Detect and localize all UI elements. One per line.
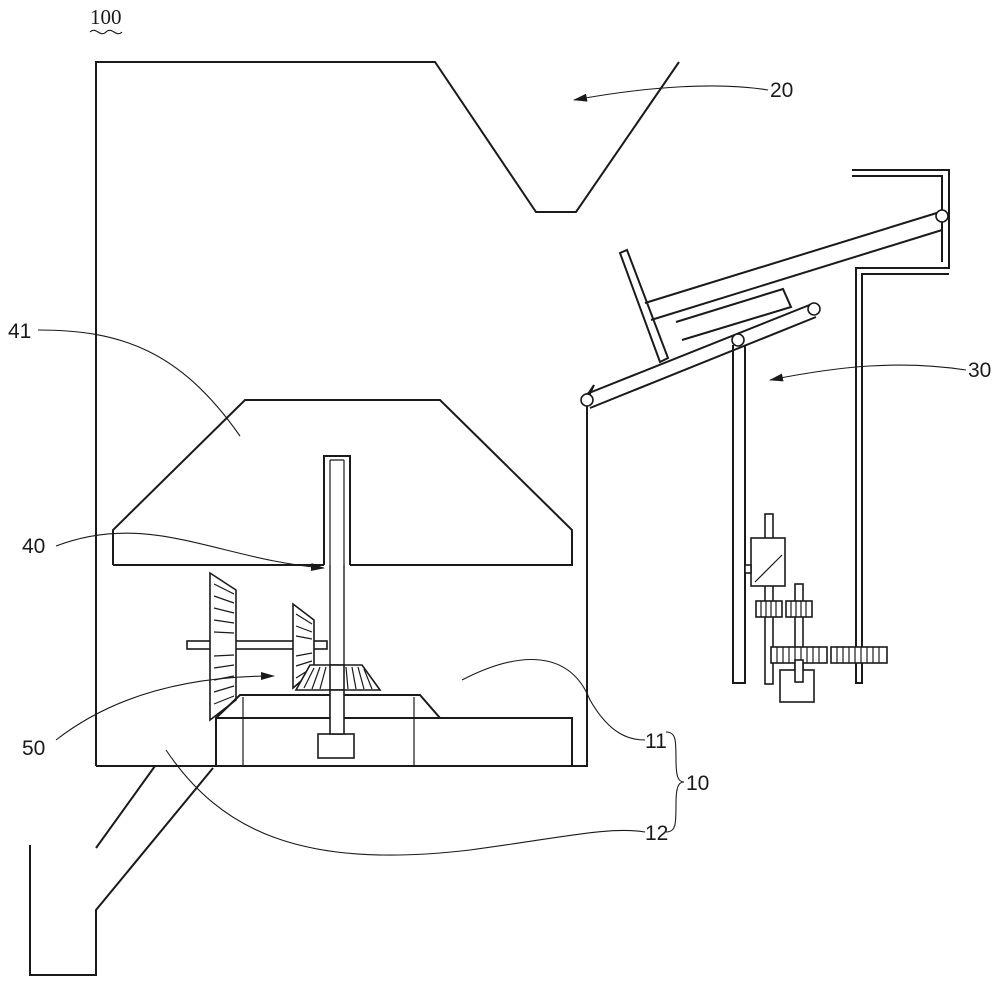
label-100: 100 — [90, 5, 122, 29]
feeder-box — [675, 287, 793, 341]
housing-outline — [95, 61, 680, 766]
squiggle-100 — [89, 29, 123, 35]
leader-20 — [573, 85, 769, 102]
lower-right-pivot — [807, 302, 821, 316]
base-block-dividers — [242, 697, 415, 766]
vertical-support — [732, 345, 746, 684]
leader-12 — [165, 749, 646, 856]
label-50: 50 — [22, 737, 45, 760]
leader-30 — [769, 364, 967, 382]
gear-b — [785, 600, 813, 618]
upper-pivot — [935, 209, 949, 223]
label-12: 12 — [645, 822, 668, 845]
gear-a — [755, 600, 783, 618]
leader-40 — [55, 532, 325, 571]
hopper-cover — [112, 399, 573, 566]
drive-housing-diagonal — [754, 554, 783, 583]
small-gear-teeth — [295, 613, 313, 679]
brace-10 — [665, 731, 685, 833]
label-10: 10 — [686, 772, 709, 795]
label-20: 20 — [770, 79, 793, 102]
drive-housing — [750, 537, 786, 587]
label-41: 41 — [8, 320, 31, 343]
label-40: 40 — [22, 535, 45, 558]
feeder-flap — [618, 248, 670, 364]
base-block — [215, 717, 573, 766]
drive-housing-nub — [744, 564, 752, 574]
upper-inclined-beam — [644, 211, 943, 321]
base-block-top-taper — [215, 694, 441, 719]
lower-inclined-beam — [583, 303, 817, 409]
motor-unit — [317, 733, 355, 759]
small-motor-shaft — [794, 659, 804, 683]
leader-41 — [37, 329, 241, 437]
conveyor-top-frame — [852, 169, 950, 684]
horizontal-shaft — [186, 640, 328, 650]
left-brush-bristles — [213, 583, 235, 705]
crown-gear-hub — [329, 664, 345, 691]
discharge-chute — [29, 767, 214, 976]
mid-pivot — [731, 333, 745, 347]
left-brush-disc — [209, 571, 237, 722]
label-30: 30 — [968, 359, 991, 382]
leader-11 — [461, 658, 646, 741]
lower-left-pivot — [580, 393, 594, 407]
discharge-chute-inner — [95, 765, 156, 849]
vertical-shaft — [323, 455, 351, 565]
crown-gear-teeth — [303, 666, 373, 690]
leader-50 — [55, 672, 275, 741]
drive-shaft-top — [764, 513, 774, 685]
motor-shaft — [329, 689, 345, 735]
conveyor-top-rail — [852, 175, 943, 262]
label-11: 11 — [645, 730, 667, 753]
